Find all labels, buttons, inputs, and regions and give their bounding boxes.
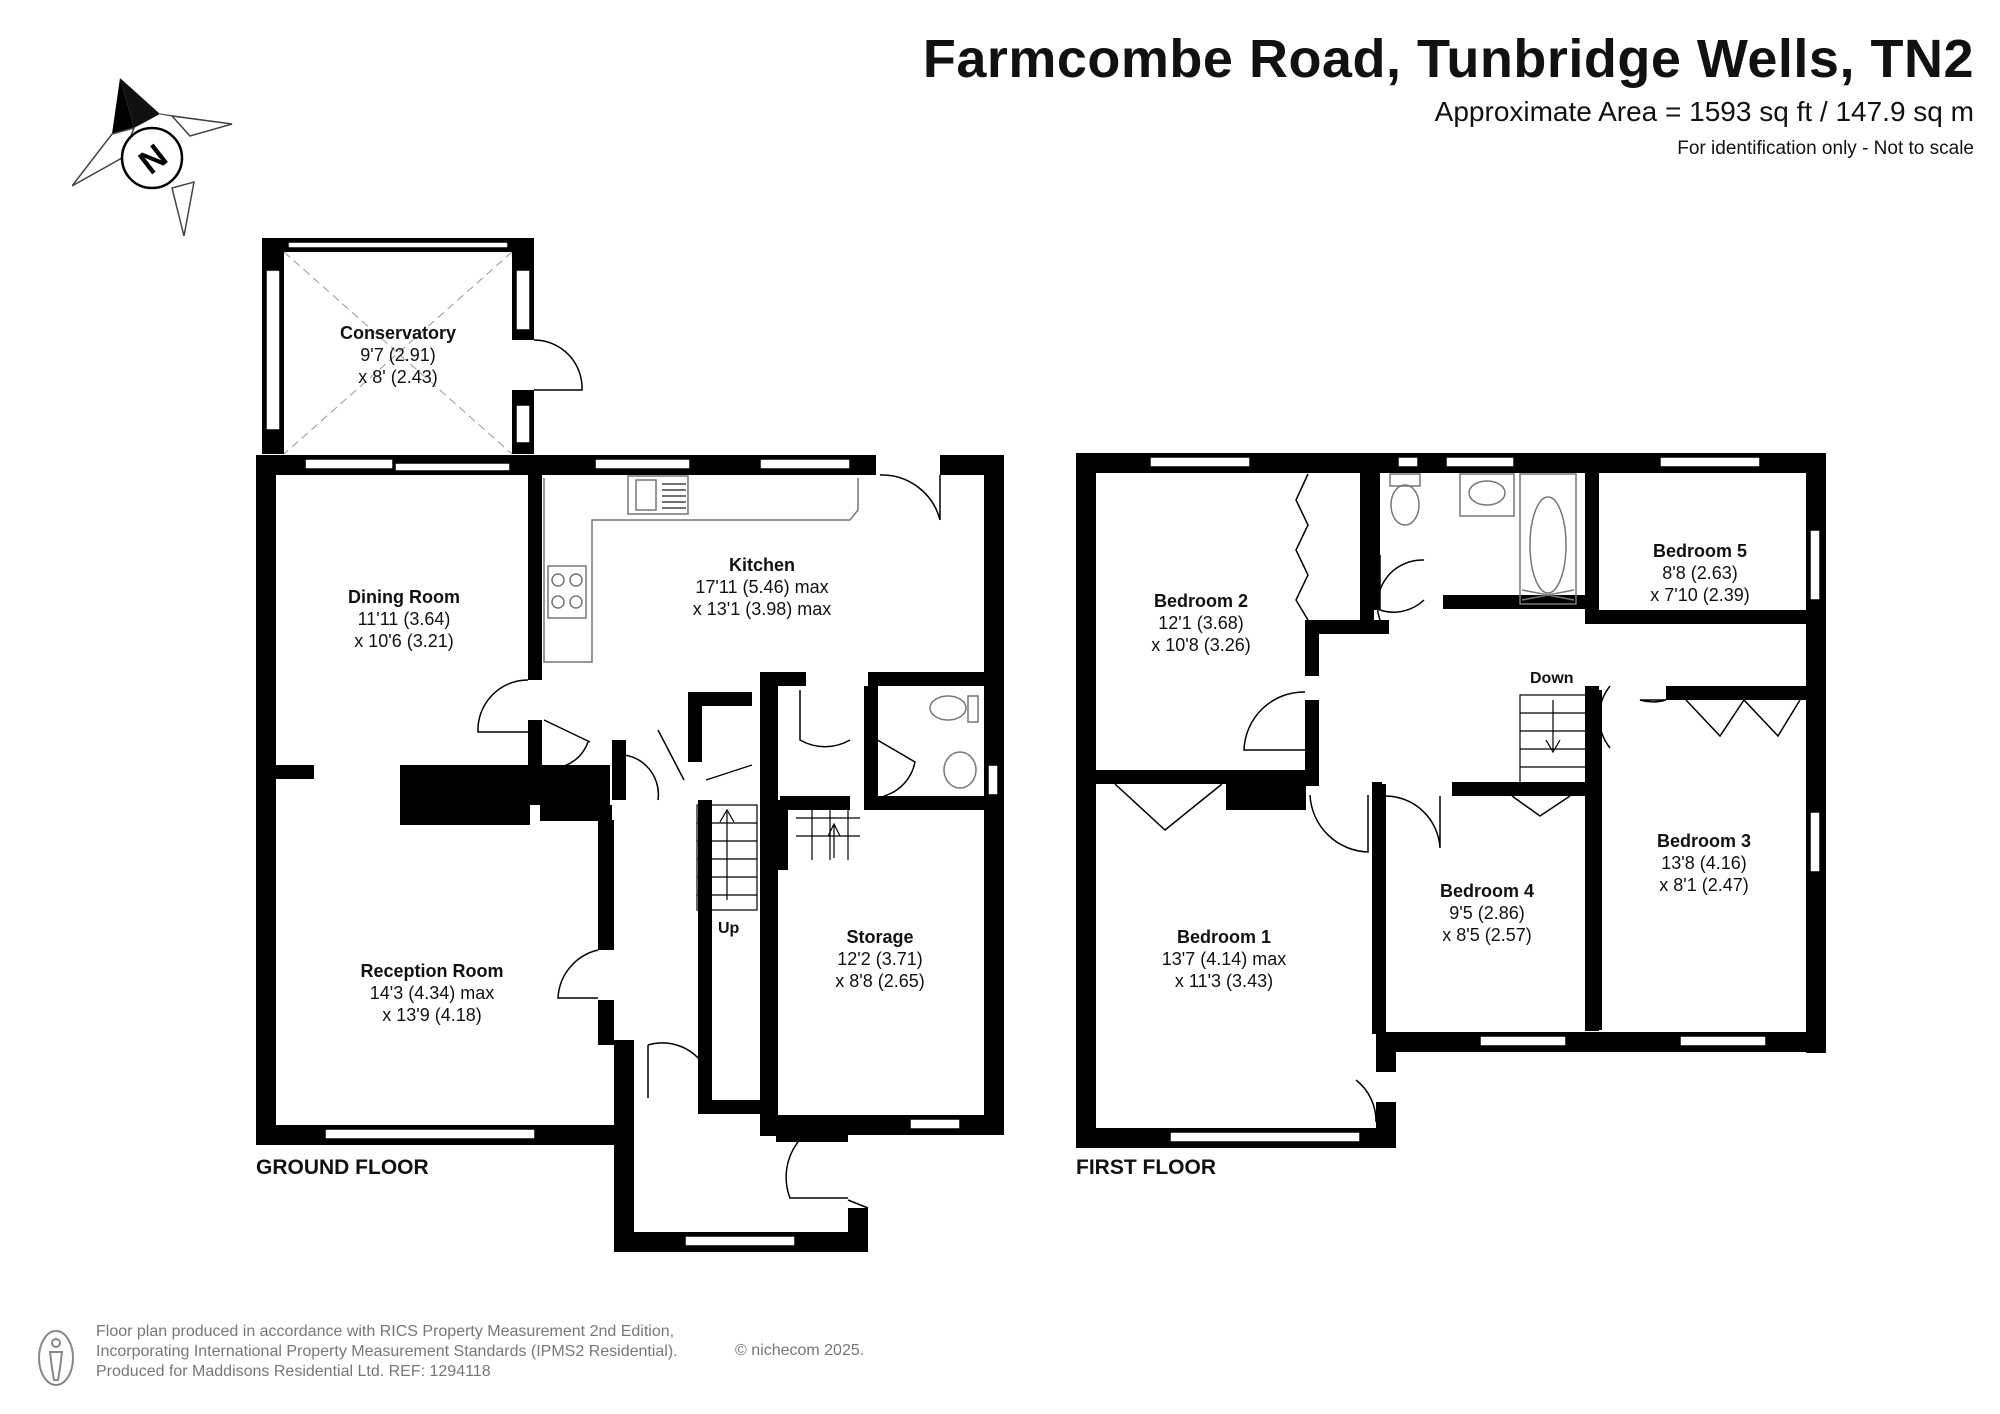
- room-dimension: 12'1 (3.68): [1158, 613, 1244, 633]
- copyright: © nichecom 2025.: [735, 1342, 865, 1359]
- room-dining: Dining Room 11'11 (3.64) x 10'6 (3.21): [348, 586, 460, 652]
- room-bedroom-3: Bedroom 3 13'8 (4.16) x 8'1 (2.47): [1657, 830, 1751, 896]
- room-name: Dining Room: [348, 587, 460, 607]
- compass-icon: N: [72, 78, 233, 237]
- room-bedroom-2: Bedroom 2 12'1 (3.68) x 10'8 (3.26): [1151, 590, 1251, 656]
- room-name: Storage: [846, 927, 914, 947]
- room-dimension: 8'8 (2.63): [1662, 563, 1738, 583]
- room-dimension: x 8'1 (2.47): [1659, 875, 1749, 895]
- room-dimension: x 13'1 (3.98) max: [692, 599, 832, 619]
- kitchen-fixtures: [543, 475, 979, 789]
- room-name: Bedroom 5: [1652, 541, 1748, 561]
- room-storage: Storage 12'2 (3.71) x 8'8 (2.65): [835, 926, 924, 992]
- footer-line: Produced for Maddisons Residential Ltd. …: [96, 1363, 491, 1380]
- scale-note: For identification only - Not to scale: [1677, 138, 1974, 159]
- room-dimension: 9'5 (2.86): [1449, 903, 1525, 923]
- room-conservatory: Conservatory 9'7 (2.91) x 8' (2.43): [340, 322, 456, 388]
- stairs-down-label: Down: [1530, 670, 1574, 687]
- first-floor-windows: [1149, 456, 1821, 1143]
- room-name: Bedroom 3: [1656, 831, 1752, 851]
- ground-floor-doors: [477, 339, 941, 1209]
- first-floor-doors: [1114, 473, 1801, 1123]
- ground-floor-label: GROUND FLOOR: [256, 1156, 429, 1179]
- property-title: Farmcombe Road, Tunbridge Wells, TN2: [922, 29, 1974, 89]
- room-dimension: 9'7 (2.91): [360, 345, 436, 365]
- room-dimension: x 8'8 (2.65): [835, 971, 925, 991]
- bathroom-fixtures: [1389, 473, 1577, 605]
- room-bedroom-4: Bedroom 4 9'5 (2.86) x 8'5 (2.57): [1440, 880, 1534, 946]
- conservatory-roof: [283, 251, 513, 455]
- room-name: Bedroom 1: [1176, 927, 1272, 947]
- first-floor-label: FIRST FLOOR: [1076, 1156, 1216, 1179]
- measurement-standard-icon: [38, 1330, 74, 1386]
- stairs-up-label: Up: [718, 920, 740, 937]
- room-dimension: x 8'5 (2.57): [1442, 925, 1532, 945]
- room-dimension: 13'8 (4.16): [1661, 853, 1747, 873]
- footer-disclaimer: Floor plan produced in accordance with R…: [96, 1322, 678, 1382]
- room-dimension: x 8' (2.43): [358, 367, 438, 387]
- room-dimension: x 10'8 (3.26): [1151, 635, 1251, 655]
- room-name: Conservatory: [339, 323, 457, 343]
- ground-floor-stairs: [696, 764, 860, 911]
- room-dimension: 13'7 (4.14) max: [1161, 949, 1287, 969]
- first-floor-plan: [1076, 453, 1826, 1148]
- ground-floor-plan: [256, 238, 1004, 1252]
- room-dimension: 12'2 (3.71): [837, 949, 923, 969]
- room-dimension: x 13'9 (4.18): [382, 1005, 482, 1025]
- footer-line: Floor plan produced in accordance with R…: [96, 1323, 675, 1340]
- footer-line: Incorporating International Property Mea…: [96, 1343, 678, 1360]
- room-dimension: 11'11 (3.64): [357, 609, 451, 629]
- room-name: Bedroom 4: [1439, 881, 1535, 901]
- room-dimension: x 10'6 (3.21): [354, 631, 454, 651]
- room-bedroom-5: Bedroom 5 8'8 (2.63) x 7'10 (2.39): [1650, 540, 1750, 606]
- room-dimension: x 7'10 (2.39): [1650, 585, 1750, 605]
- approximate-area: Approximate Area = 1593 sq ft / 147.9 sq…: [1434, 96, 1974, 127]
- room-name: Bedroom 2: [1153, 591, 1249, 611]
- room-dimension: 14'3 (4.34) max: [369, 983, 495, 1003]
- room-dimension: 17'11 (5.46) max: [695, 577, 829, 597]
- room-bedroom-1: Bedroom 1 13'7 (4.14) max x 11'3 (3.43): [1162, 926, 1287, 992]
- room-name: Reception Room: [360, 961, 504, 981]
- first-floor-stairs: [1519, 694, 1587, 788]
- room-kitchen: Kitchen 17'11 (5.46) max x 13'1 (3.98) m…: [693, 554, 832, 620]
- room-name: Kitchen: [728, 555, 795, 575]
- ground-floor-windows: [304, 458, 999, 1247]
- room-dimension: x 11'3 (3.43): [1174, 971, 1274, 991]
- room-reception: Reception Room 14'3 (4.34) max x 13'9 (4…: [360, 960, 503, 1026]
